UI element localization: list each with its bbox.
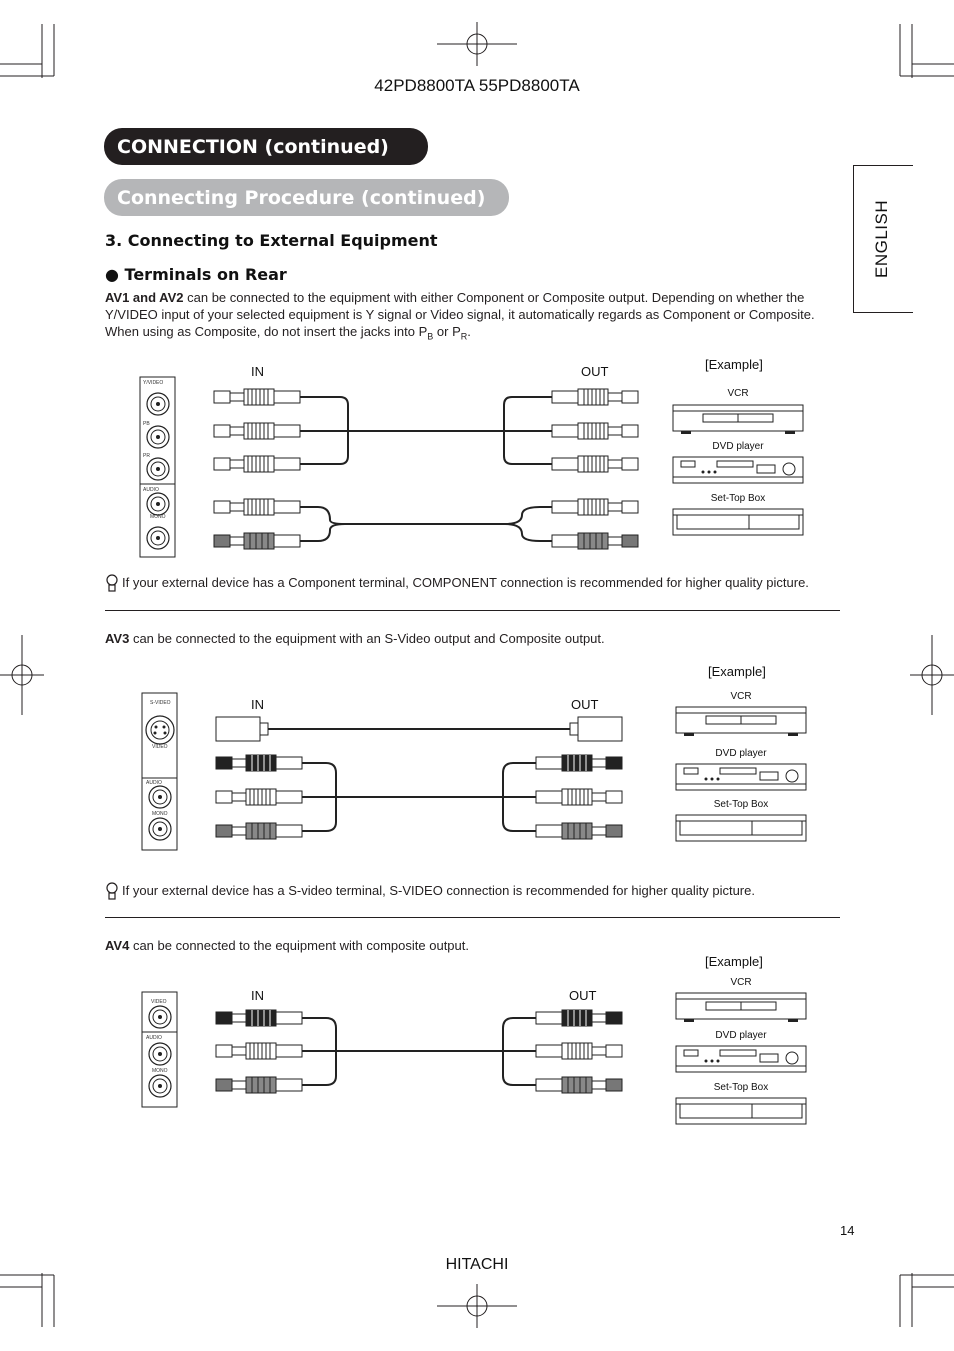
page-number: 14 xyxy=(840,1223,855,1238)
av4-paragraph: AV4 can be connected to the equipment wi… xyxy=(105,938,469,953)
av12-cable-bundle xyxy=(300,396,552,542)
av3-in-label: IN xyxy=(251,697,264,712)
av3-stb-label: Set-Top Box xyxy=(713,799,769,810)
av12-vcr-device xyxy=(672,404,804,435)
av12-dvd-label: DVD player xyxy=(712,441,764,452)
av4-example-label: [Example] xyxy=(705,954,763,969)
av4-terminal-panel xyxy=(141,991,178,1108)
av12-out-label: OUT xyxy=(581,364,609,379)
section-title: CONNECTION (continued) xyxy=(104,128,428,165)
av4-dvd-device xyxy=(675,1045,807,1073)
av3-tip-note: If your external device has a S-video te… xyxy=(122,883,755,898)
av4-panel-mono-label: MONO xyxy=(152,1068,168,1074)
av3-panel-svideo-label: S-VIDEO xyxy=(150,700,171,706)
av3-cable-bundle xyxy=(262,728,570,832)
brand-footer: HITACHI xyxy=(445,1256,509,1273)
av4-in-plugs xyxy=(215,1009,303,1094)
av3-lead: AV3 xyxy=(105,631,130,646)
av3-vcr-device xyxy=(675,706,807,737)
av12-stb-label: Set-Top Box xyxy=(710,493,766,504)
av3-stb-device xyxy=(675,814,807,842)
av12-panel-video-label: Y/VIDEO xyxy=(143,380,164,386)
language-tab: ENGLISH xyxy=(853,165,913,313)
av12-panel-pr-label: PR xyxy=(143,453,150,459)
av3-panel-mono-label: MONO xyxy=(152,811,168,817)
av12-paragraph: AV1 and AV2 can be connected to the equi… xyxy=(105,290,815,342)
av12-terminal-panel xyxy=(139,376,176,558)
divider-2 xyxy=(105,917,840,918)
tip-bulb-icon xyxy=(106,574,118,900)
av12-panel-audio-label: AUDIO xyxy=(143,487,159,493)
av12-vcr-label: VCR xyxy=(727,388,749,399)
av12-in-label: IN xyxy=(251,364,264,379)
av3-svideo-plugs xyxy=(215,716,623,742)
av4-stb-label: Set-Top Box xyxy=(713,1082,769,1093)
av4-panel-audio-label: AUDIO xyxy=(146,1035,162,1041)
av12-tip-note: If your external device has a Component … xyxy=(122,575,809,590)
av3-vcr-label: VCR xyxy=(730,691,752,702)
av12-panel-pb-label: PB xyxy=(143,421,150,427)
av4-in-label: IN xyxy=(251,988,264,1003)
av4-out-plugs xyxy=(535,1009,623,1094)
av4-out-label: OUT xyxy=(569,988,597,1003)
heading-connecting-external: 3. Connecting to External Equipment xyxy=(105,231,438,250)
av3-out-label: OUT xyxy=(571,697,599,712)
av3-dvd-label: DVD player xyxy=(715,748,767,759)
av4-stb-device xyxy=(675,1097,807,1125)
av12-example-label: [Example] xyxy=(705,357,763,372)
av12-dvd-device xyxy=(672,456,804,484)
av4-vcr-label: VCR xyxy=(730,977,752,988)
av12-in-plugs xyxy=(213,388,301,550)
av12-stb-device xyxy=(672,508,804,536)
av3-panel-audio-label: AUDIO xyxy=(146,780,162,786)
av3-dvd-device xyxy=(675,763,807,791)
bullet-dot: ● xyxy=(105,265,125,284)
av3-in-plugs xyxy=(215,754,303,840)
av4-panel-video-label: VIDEO xyxy=(151,999,167,1005)
av4-cable-bundle xyxy=(302,1017,537,1086)
divider-1 xyxy=(105,610,840,611)
av4-dvd-label: DVD player xyxy=(715,1030,767,1041)
av3-terminal-panel xyxy=(141,692,178,851)
av12-panel-mono-label: MONO xyxy=(150,514,166,520)
av3-panel-video-label: VIDEO xyxy=(152,744,168,750)
av3-example-label: [Example] xyxy=(708,664,766,679)
model-number: 42PD8800TA 55PD8800TA xyxy=(374,76,580,95)
av12-lead: AV1 and AV2 xyxy=(105,290,184,305)
av4-lead: AV4 xyxy=(105,938,130,953)
av3-paragraph: AV3 can be connected to the equipment wi… xyxy=(105,631,605,646)
av4-vcr-device xyxy=(675,992,807,1023)
av3-out-plugs xyxy=(535,754,623,840)
section-subtitle: Connecting Procedure (continued) xyxy=(104,179,509,216)
heading-terminals-rear: ● Terminals on Rear xyxy=(105,265,287,284)
av12-out-plugs xyxy=(551,388,639,550)
